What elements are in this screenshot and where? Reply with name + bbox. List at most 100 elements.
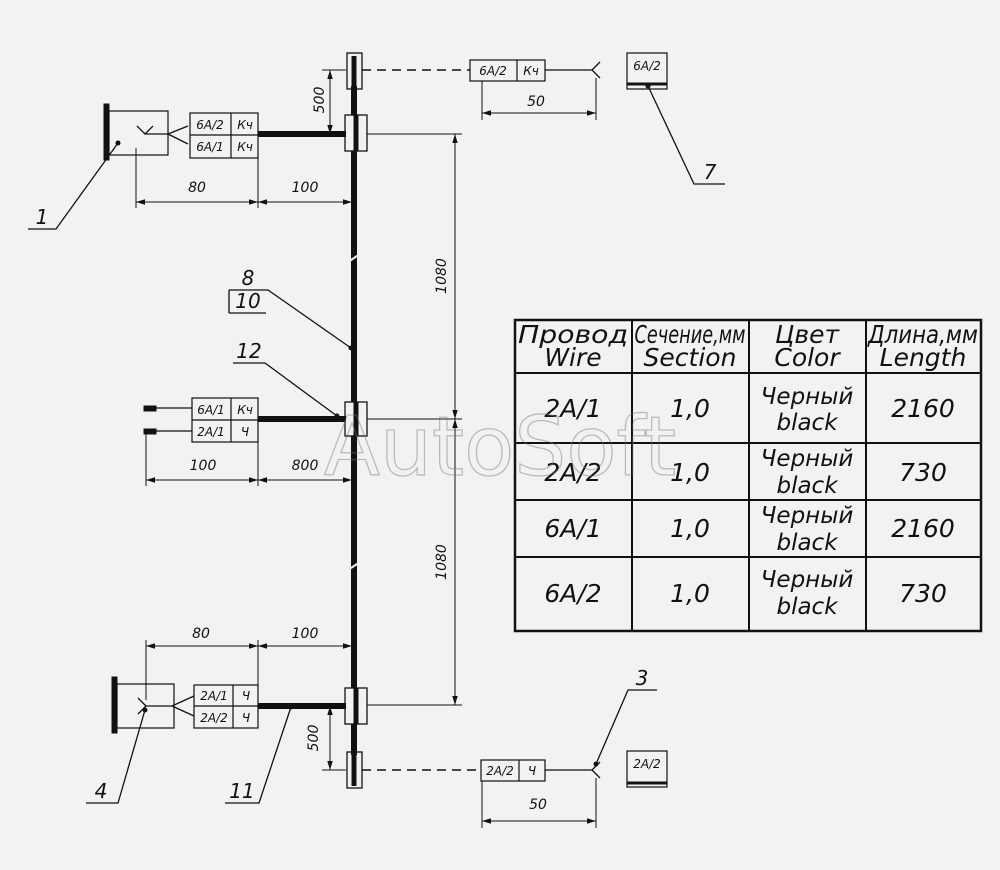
top-right-fork: [591, 61, 601, 79]
row3-color-en: black: [776, 530, 839, 556]
dim-top-right-50: 50: [527, 94, 545, 110]
th-color-en: Color: [774, 343, 841, 372]
top-left-color-2: Кч: [237, 140, 253, 154]
top-right-wire: 6A/2: [479, 64, 507, 78]
top-right-branch: [362, 61, 601, 79]
callout-8: 8: [242, 266, 255, 290]
dim-top-vertical-500: 500: [312, 87, 328, 114]
dim-main-upper-1080: 1080: [434, 258, 450, 294]
top-left-color-1: Кч: [237, 118, 253, 132]
bottom-left-color-1: Ч: [242, 689, 250, 703]
item1-fork: [136, 125, 168, 135]
row4-color-ru: Черный: [761, 567, 854, 593]
middle-pin-1: [143, 405, 157, 412]
callout-11: 11: [229, 779, 254, 803]
callout-leaders: [28, 85, 725, 804]
row3-length: 2160: [891, 514, 955, 543]
dim-bottom-vertical-500: 500: [306, 725, 322, 752]
item1-device-plate: [103, 103, 110, 161]
middle-color-2: Ч: [241, 425, 249, 439]
row2-color-en: black: [776, 473, 839, 499]
top-left-wire-2: 6A/1: [196, 140, 224, 154]
row3-color-ru: Черный: [761, 503, 854, 529]
middle-dimensions: [145, 434, 352, 486]
tag-bottom: 2A/2: [626, 750, 668, 788]
dim-top-left-100: 100: [292, 180, 319, 196]
top-right-color: Кч: [523, 64, 539, 78]
callout-4: 4: [95, 779, 108, 803]
row4-wire: 6A/2: [544, 579, 601, 608]
bottom-left-color-2: Ч: [242, 711, 250, 725]
th-wire-en: Wire: [544, 343, 601, 372]
top-left-label-block: 6A/2 Кч 6A/1 Кч: [189, 112, 259, 159]
leader-11: [225, 706, 292, 804]
row1-color-ru: Черный: [761, 384, 854, 410]
row2-length: 730: [899, 458, 947, 487]
th-length-ru: Длина,мм: [867, 320, 978, 349]
leader-3: [595, 689, 657, 765]
row1-wire: 2A/1: [544, 394, 601, 423]
bottom-left-wire-1: 2A/1: [200, 689, 228, 703]
dim-top-left-80: 80: [188, 180, 206, 196]
bottom-right-label-block: 2A/2 Ч: [480, 759, 546, 782]
bottom-right-color: Ч: [528, 764, 536, 778]
item4-fork: [137, 697, 172, 715]
row4-length: 730: [899, 579, 947, 608]
callout-1: 1: [36, 205, 49, 229]
main-length-dimensions: [367, 133, 462, 706]
bottom-left-label-block: 2A/1 Ч 2A/2 Ч: [193, 684, 259, 729]
top-left-wire-1: 6A/2: [196, 118, 224, 132]
callout-10: 10: [235, 289, 260, 313]
dim-middle-100: 100: [190, 458, 217, 474]
middle-color-1: Кч: [237, 403, 253, 417]
leader-7: [647, 85, 725, 185]
trunk-break-1: [347, 253, 361, 263]
th-section-en: Section: [644, 343, 737, 372]
tag-bottom-label: 2A/2: [633, 757, 661, 771]
top-right-label-block: 6A/2 Кч: [469, 59, 546, 82]
dim-bottom-right-50: 50: [529, 797, 547, 813]
th-length-en: Length: [880, 343, 967, 372]
item1-split: [167, 125, 189, 145]
row3-section: 1,0: [670, 514, 710, 543]
dim-middle-800: 800: [292, 458, 319, 474]
th-wire-ru: Провод: [518, 320, 628, 349]
callout-7: 7: [704, 160, 717, 184]
leader-4: [86, 709, 146, 804]
row4-section: 1,0: [670, 579, 710, 608]
middle-wire-2: 2A/1: [197, 425, 225, 439]
tag-top: 6A/2: [626, 52, 668, 90]
item1-device-body: [108, 110, 169, 156]
top-left-dimensions: [135, 148, 352, 208]
row1-color-en: black: [776, 410, 839, 436]
bottom-right-wire: 2A/2: [486, 764, 514, 778]
th-color-ru: Цвет: [775, 320, 841, 349]
dim-bottom-left-80: 80: [192, 626, 210, 642]
bottom-right-branch: [362, 761, 601, 779]
callout-3: 3: [636, 666, 649, 690]
dim-main-lower-1080: 1080: [434, 544, 450, 580]
leader-8-10: [229, 289, 352, 349]
bottom-left-wire-2: 2A/2: [200, 711, 228, 725]
item4-device-plate: [111, 676, 118, 734]
row2-section: 1,0: [670, 458, 710, 487]
row2-wire: 2A/2: [544, 458, 601, 487]
row1-length: 2160: [891, 394, 955, 423]
th-section-ru: Сечение,мм: [635, 320, 746, 349]
row4-color-en: black: [776, 594, 839, 620]
item4-split: [171, 695, 195, 717]
middle-wire-1: 6A/1: [197, 403, 225, 417]
tag-top-label: 6A/2: [633, 59, 661, 73]
row3-wire: 6A/1: [544, 514, 601, 543]
callout-12: 12: [236, 339, 261, 363]
middle-label-block: 6A/1 Кч 2A/1 Ч: [191, 397, 259, 443]
dim-bottom-left-100: 100: [292, 626, 319, 642]
leader-12: [233, 362, 338, 417]
row2-color-ru: Черный: [761, 446, 854, 472]
row1-section: 1,0: [670, 394, 710, 423]
middle-branch: [143, 405, 346, 435]
leader-1: [28, 142, 119, 230]
watermark: AutoSoft: [324, 400, 676, 495]
wire-table: Провод Wire Сечение,мм Section Цвет Colo…: [513, 318, 983, 633]
